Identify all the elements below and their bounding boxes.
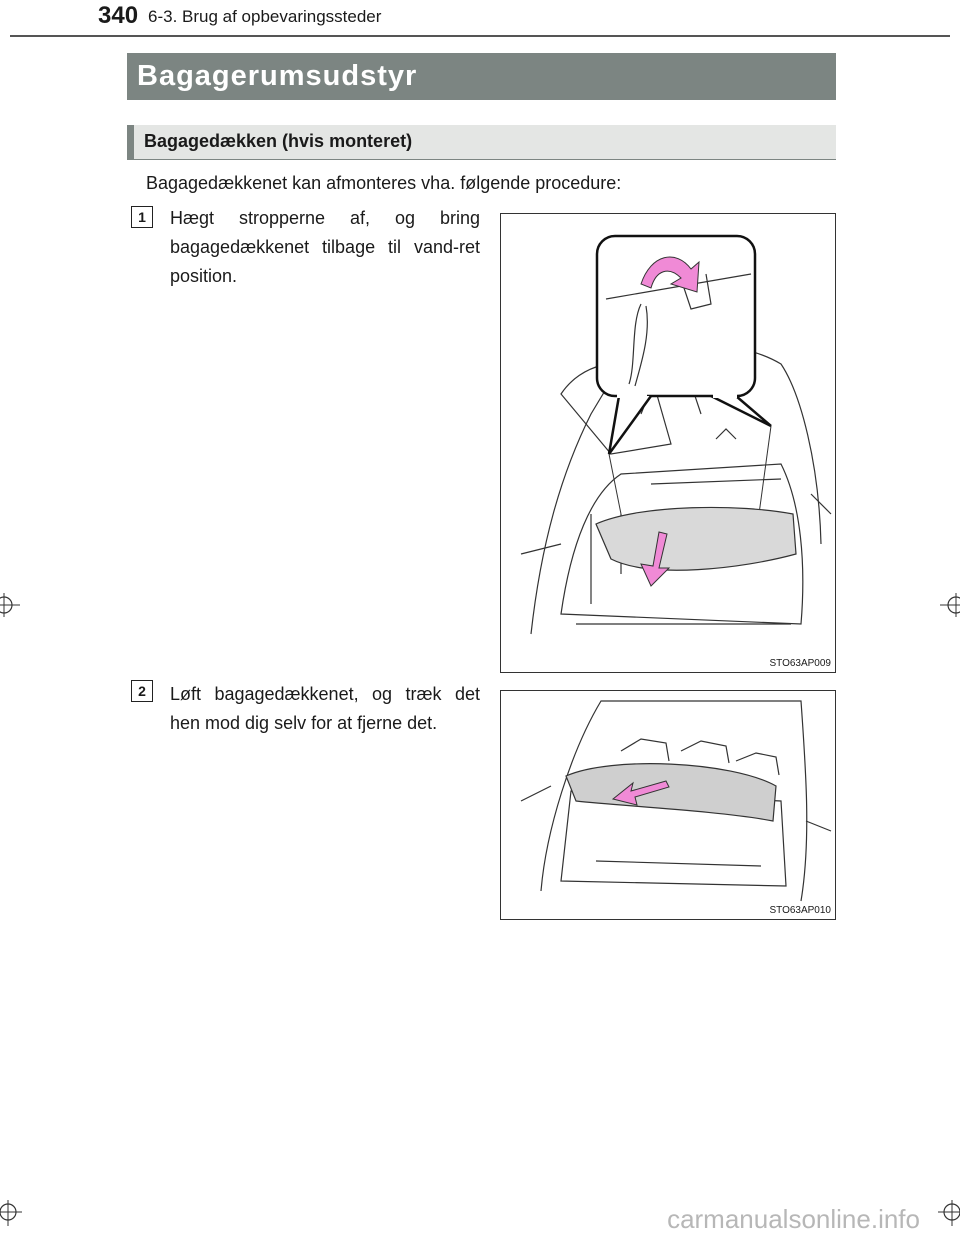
step-1-number: 1 <box>131 206 153 228</box>
section-subheading: Bagagedækken (hvis monteret) <box>127 125 836 159</box>
step-1-text: Hægt stropperne af, og bring bagagedække… <box>170 208 480 286</box>
crop-mark-bottom-left <box>0 1200 22 1226</box>
intro-text: Bagagedækkenet kan afmonteres vha. følge… <box>146 173 622 193</box>
subheading-rule <box>127 159 836 160</box>
page-number: 340 <box>98 2 139 29</box>
figure-2-code: STO63AP010 <box>769 905 831 916</box>
step-2-text: Løft bagagedækkenet, og træk det hen mod… <box>170 684 480 733</box>
step-2-number: 2 <box>131 680 153 702</box>
figure-step-1: STO63AP009 <box>500 213 836 673</box>
page-title: Bagagerumsudstyr <box>127 53 836 100</box>
crop-mark-right <box>940 593 960 617</box>
header-rule <box>10 35 950 37</box>
running-head: 6-3. Brug af opbevaringssteder <box>148 7 382 26</box>
crop-mark-bottom-right <box>938 1200 960 1226</box>
hatchback-shelf-illustration <box>520 700 832 902</box>
hatchback-open-illustration <box>520 234 832 635</box>
figure-step-2: STO63AP010 <box>500 690 836 920</box>
footer-watermark-url[interactable]: carmanualsonline.info <box>667 1204 920 1234</box>
crop-mark-left <box>0 593 20 617</box>
figure-1-code: STO63AP009 <box>769 658 831 669</box>
